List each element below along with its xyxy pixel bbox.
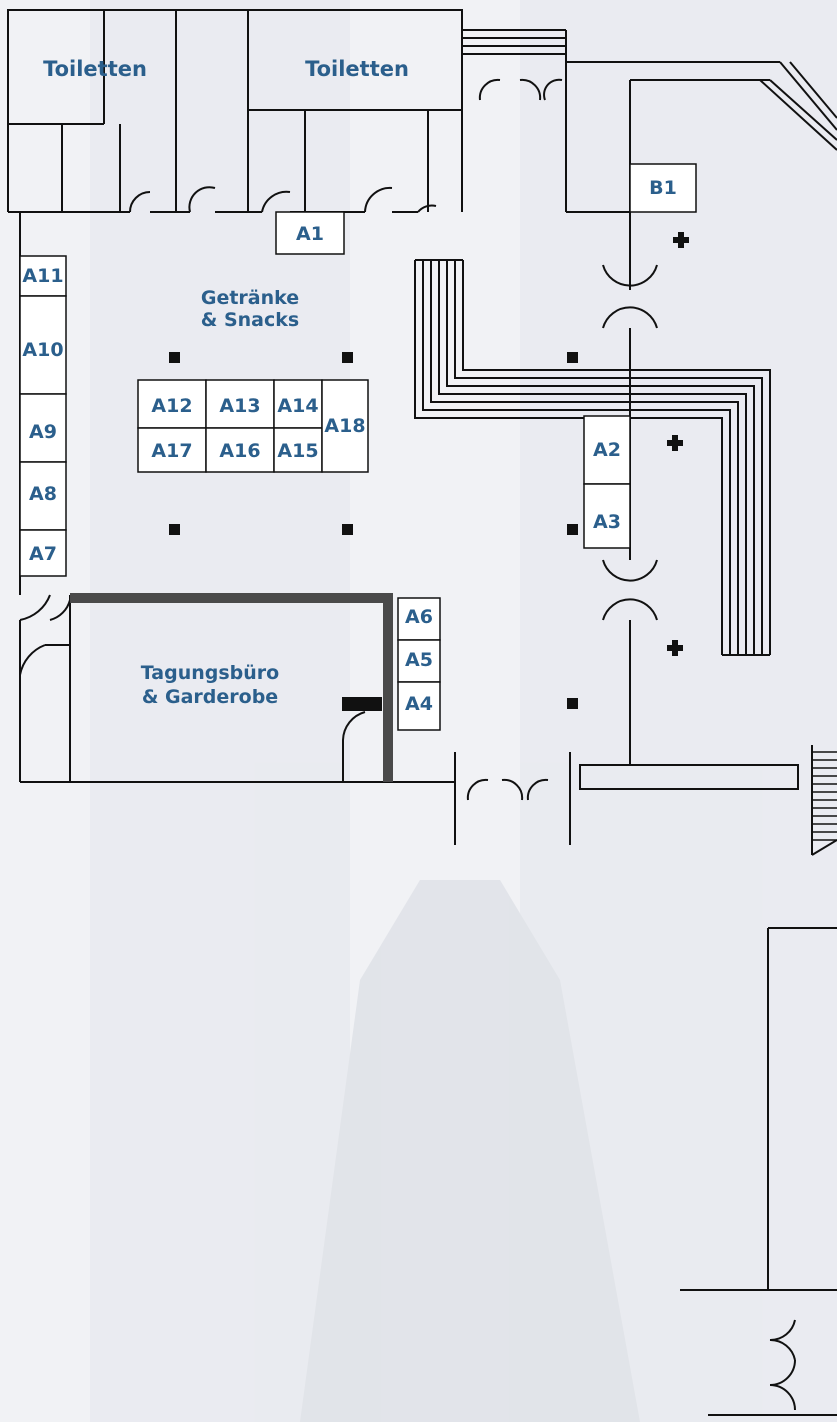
room-label-toilets-right: Toiletten (305, 57, 409, 81)
stand-a8: A8 (29, 483, 57, 505)
stand-a15: A15 (277, 440, 319, 462)
stand-a11: A11 (22, 265, 64, 287)
stand-a7: A7 (29, 543, 57, 565)
room-label-office-line2: & Garderobe (141, 686, 279, 708)
room-label-office-line1: Tagungsbüro (140, 662, 280, 684)
stand-a1: A1 (296, 223, 324, 245)
room-label-drinks-line2: & Snacks (200, 309, 300, 331)
stand-a16: A16 (219, 440, 261, 462)
stand-a3: A3 (593, 511, 621, 533)
room-label-toilets-left: Toiletten (43, 57, 147, 81)
stand-a13: A13 (219, 395, 261, 417)
stand-a6: A6 (405, 606, 433, 628)
stand-a4: A4 (405, 693, 433, 715)
stand-a14: A14 (277, 395, 319, 417)
room-label-drinks-line1: Getränke (200, 287, 300, 309)
stand-a17: A17 (151, 440, 193, 462)
stand-a10: A10 (22, 339, 64, 361)
stand-b1: B1 (649, 177, 677, 199)
stand-a5: A5 (405, 649, 433, 671)
stand-a9: A9 (29, 421, 57, 443)
stand-a18: A18 (324, 415, 366, 437)
stand-a12: A12 (151, 395, 193, 417)
stand-a2: A2 (593, 439, 621, 461)
